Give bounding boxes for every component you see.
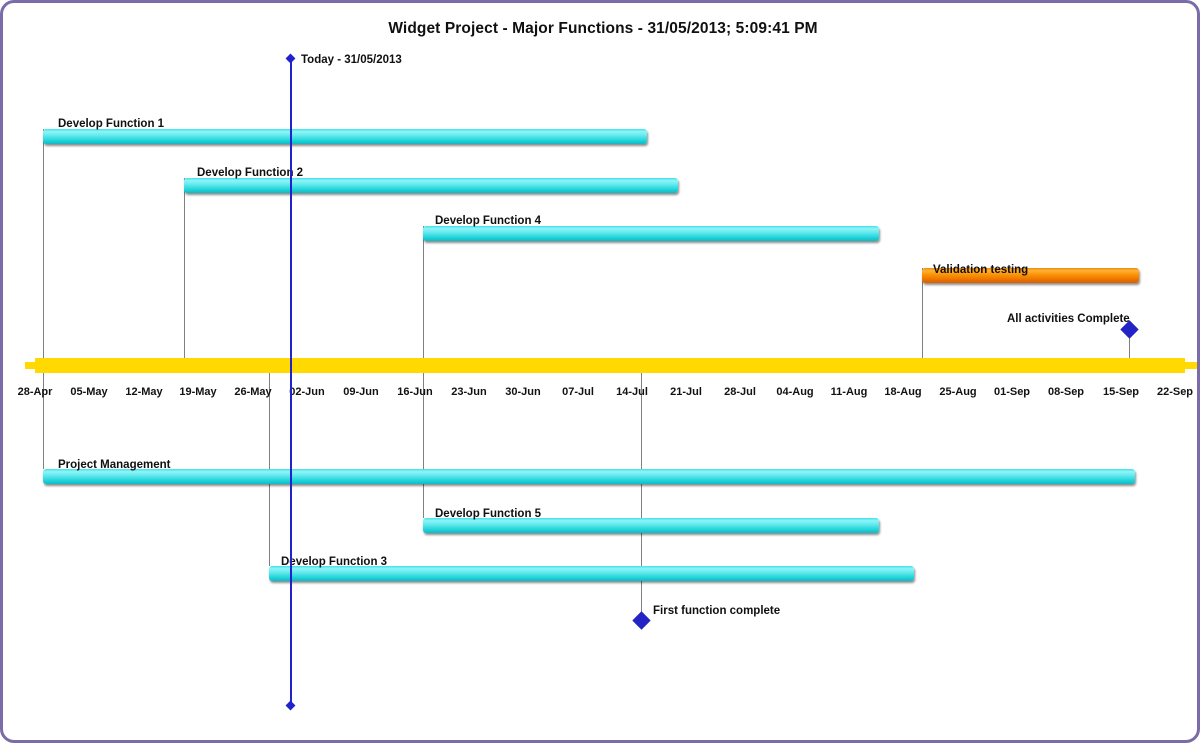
page-title: Widget Project - Major Functions - 31/05… xyxy=(388,20,818,37)
axis-tick-label: 23-Jun xyxy=(451,386,487,398)
axis-tick-label: 04-Aug xyxy=(776,386,814,398)
axis-tick-label: 14-Jul xyxy=(616,386,648,398)
milestone-leader-line xyxy=(641,370,642,620)
task-bar-label: Validation testing xyxy=(933,264,1029,276)
task-leader-line xyxy=(43,370,44,469)
task-bar[interactable] xyxy=(423,226,879,241)
task-bar-label: Develop Function 1 xyxy=(58,118,165,130)
task-bar[interactable] xyxy=(423,518,879,533)
axis-tick-label: 28-Apr xyxy=(17,386,53,398)
gantt-plot-area: 28-Apr 05-May 12-May 19-May 26-May 02-Jun 09-J… xyxy=(3,3,1197,740)
today-bottom-diamond-icon xyxy=(285,700,296,711)
axis-tick-label: 02-Jun xyxy=(289,386,325,398)
axis-band-start-nub xyxy=(25,362,37,369)
axis-tick-label: 08-Sep xyxy=(1047,386,1085,398)
today-vertical-line xyxy=(290,58,292,708)
axis-tick-label: 07-Jul xyxy=(562,386,594,398)
axis-tick-label: 19-May xyxy=(179,386,217,398)
axis-tick-label: 28-Jul xyxy=(724,386,756,398)
task-bar[interactable] xyxy=(184,178,678,193)
milestone-diamond-icon[interactable] xyxy=(632,611,651,630)
axis-tick-label: 09-Jun xyxy=(343,386,379,398)
task-bar-label: Develop Function 4 xyxy=(435,215,542,227)
task-bar[interactable] xyxy=(43,469,1135,484)
task-bar[interactable] xyxy=(43,129,647,144)
task-bar[interactable] xyxy=(269,566,914,581)
task-leader-line xyxy=(184,178,185,366)
axis-tick-label: 15-Sep xyxy=(1102,386,1140,398)
axis-tick-label: 18-Aug xyxy=(884,386,922,398)
axis-tick-label: 01-Sep xyxy=(993,386,1031,398)
milestone-leader-line xyxy=(1129,329,1130,366)
axis-tick-label: 11-Aug xyxy=(830,386,868,398)
today-top-diamond-icon xyxy=(285,53,296,64)
task-leader-line xyxy=(43,129,44,366)
axis-tick-label: 30-Jun xyxy=(505,386,541,398)
axis-tick-label: 21-Jul xyxy=(670,386,702,398)
task-leader-line xyxy=(922,268,923,366)
axis-tick-label: 22-Sep xyxy=(1156,386,1194,398)
task-bar-label: Develop Function 2 xyxy=(197,167,304,179)
task-leader-line xyxy=(269,370,270,566)
axis-tick-label: 26-May xyxy=(234,386,272,398)
axis-band-end-nub xyxy=(1185,362,1197,369)
timeline-axis-band xyxy=(35,358,1185,373)
axis-tick-label: 16-Jun xyxy=(397,386,433,398)
task-leader-line xyxy=(423,370,424,518)
task-bar-label: Develop Function 3 xyxy=(281,556,388,568)
axis-tick-label: 12-May xyxy=(125,386,163,398)
milestone-label: All activities Complete xyxy=(1007,313,1130,325)
task-bar-label: Develop Function 5 xyxy=(435,508,542,520)
axis-tick-label: 25-Aug xyxy=(939,386,977,398)
milestone-label: First function complete xyxy=(653,605,781,617)
task-leader-line xyxy=(423,226,424,366)
today-marker-label: Today - 31/05/2013 xyxy=(301,54,402,66)
task-bar[interactable] xyxy=(922,268,1139,283)
task-bar-label: Project Management xyxy=(58,459,171,471)
axis-tick-label: 05-May xyxy=(70,386,108,398)
